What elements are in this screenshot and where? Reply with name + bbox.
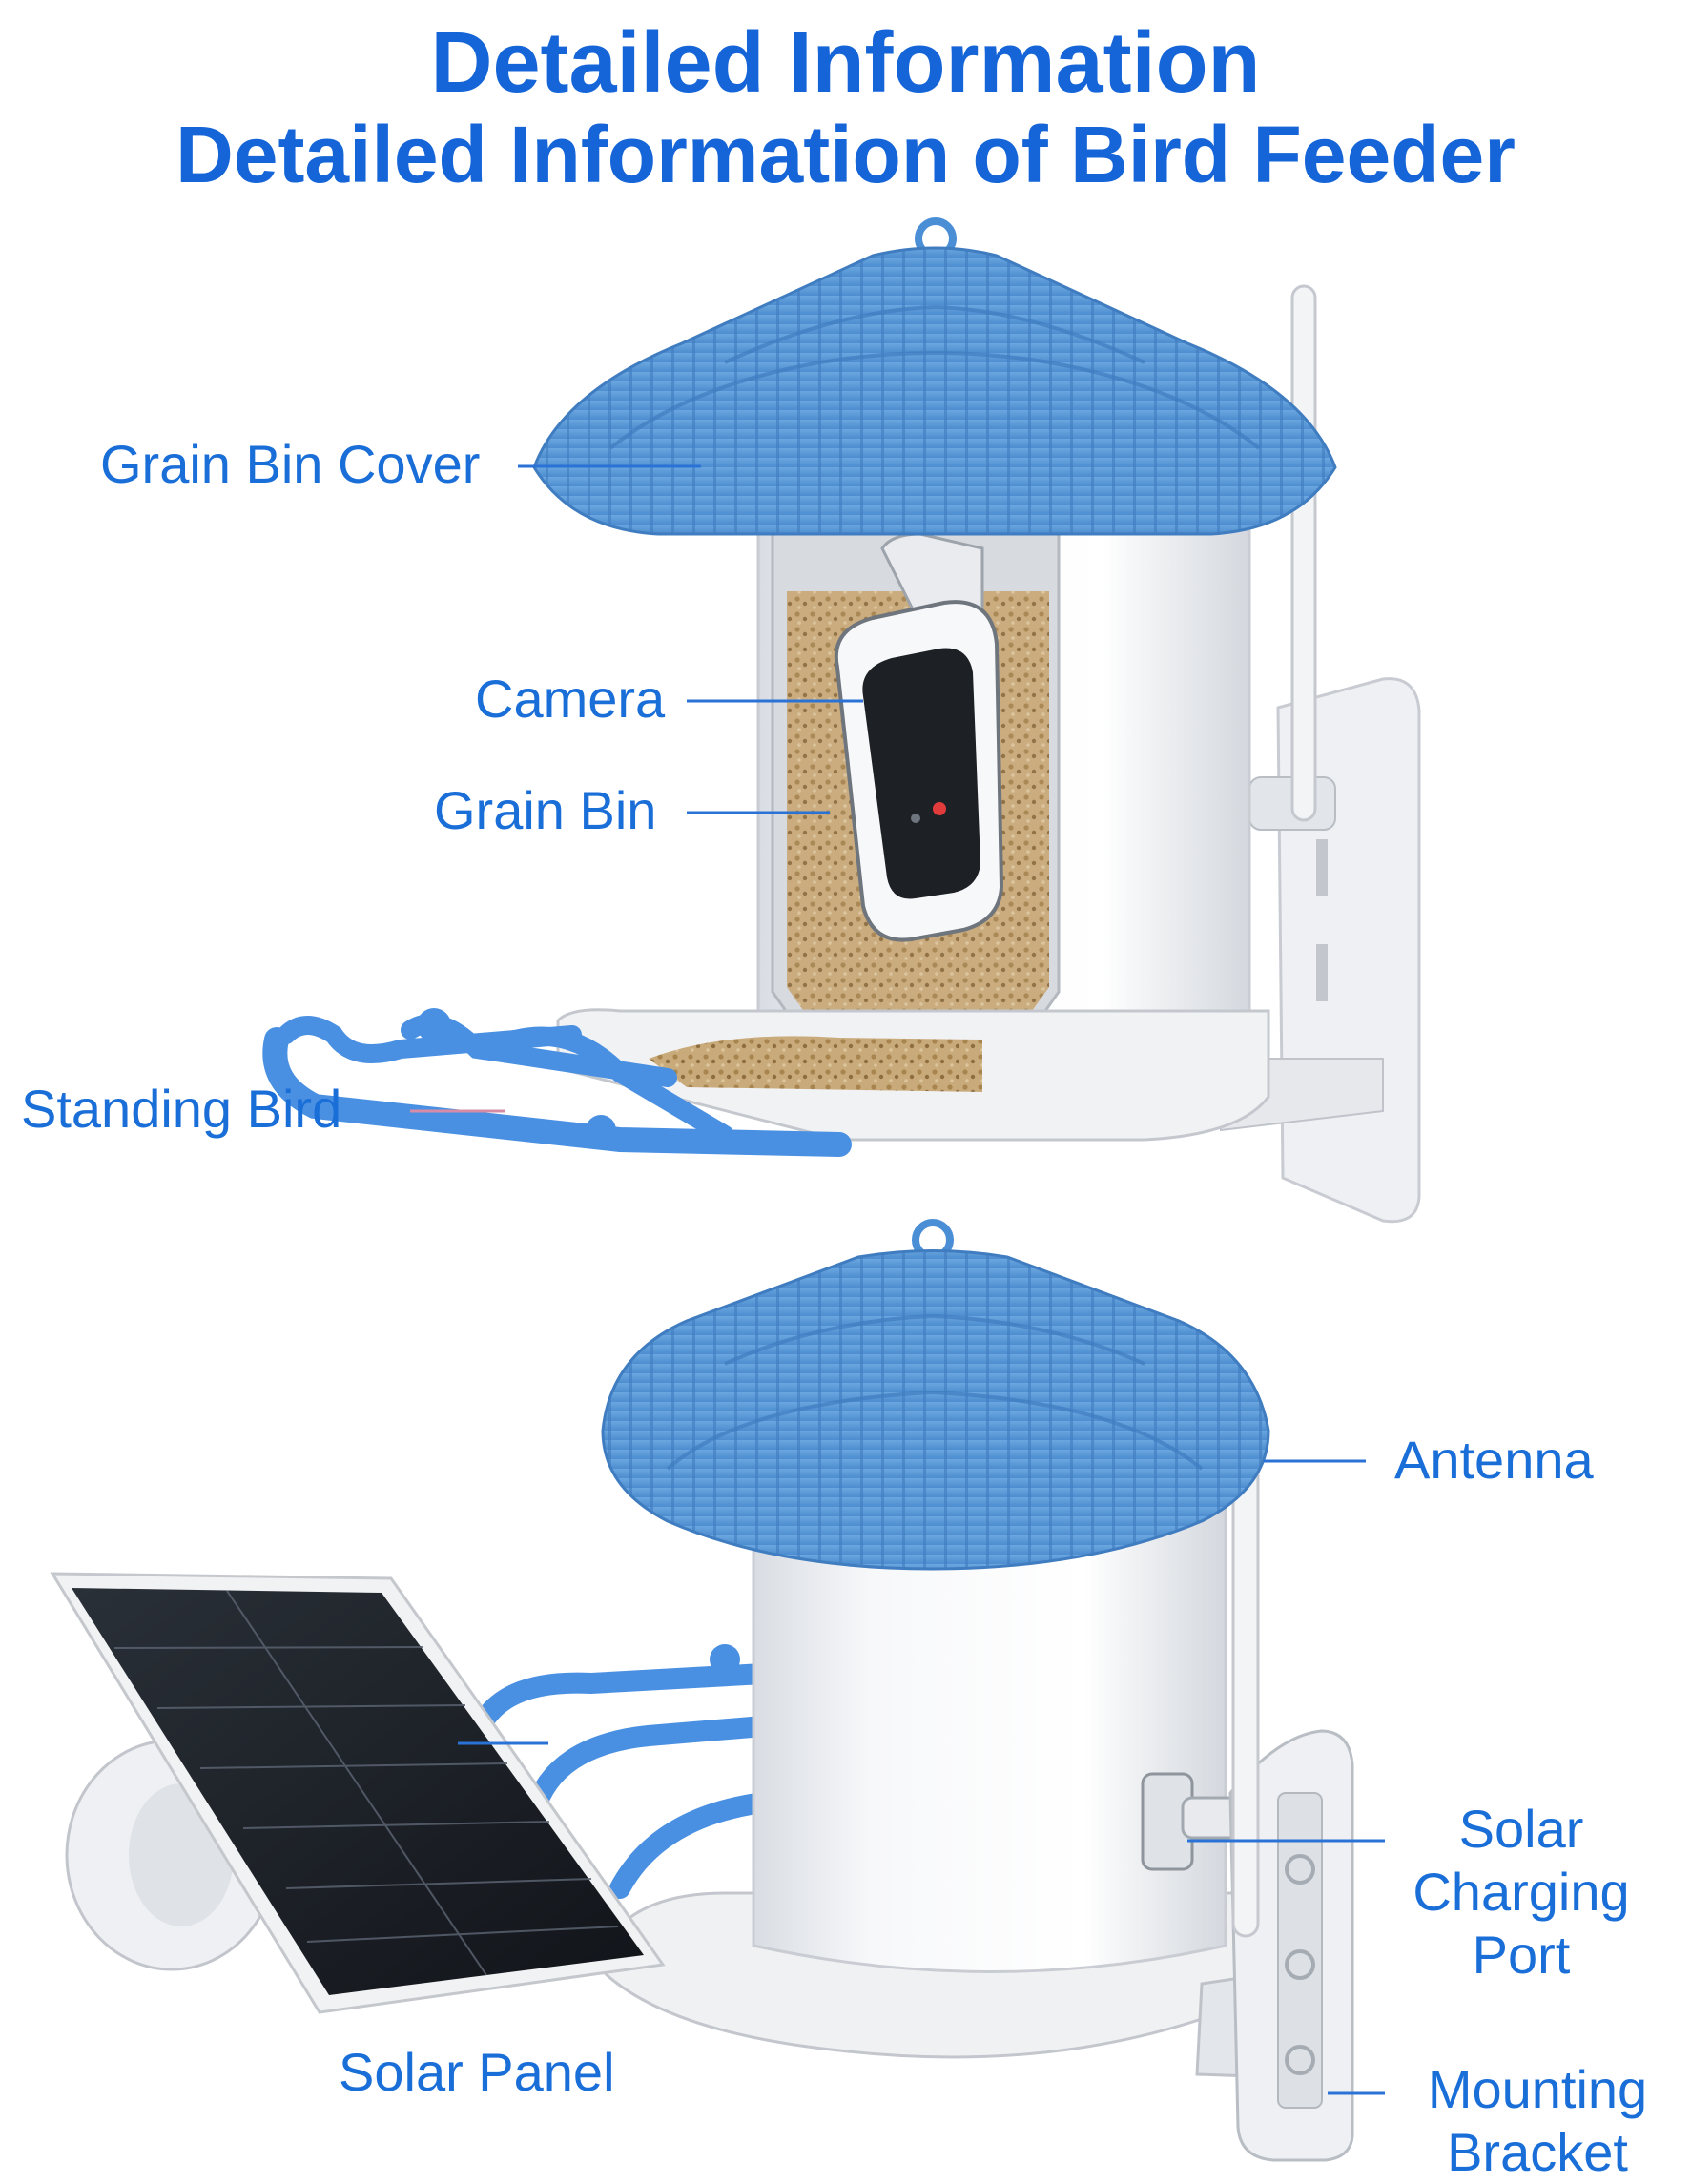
top-roof — [532, 217, 1337, 536]
page-title: Detailed Information — [430, 15, 1261, 111]
top-feeder — [262, 217, 1421, 1224]
label-mounting-bracket-line-1: Mounting — [1427, 2059, 1648, 2119]
label-mounting-bracket-line-2: Bracket — [1447, 2122, 1628, 2182]
label-antenna: Antenna — [1394, 1430, 1594, 1490]
page-subtitle: Detailed Information of Bird Feeder — [175, 110, 1516, 199]
label-solar-charging-port-line-3: Port — [1472, 1925, 1571, 1985]
top-perch — [262, 1008, 852, 1157]
bottom-roof — [601, 1219, 1270, 1571]
label-solar-charging-port: Solar Charging Port — [1388, 1798, 1655, 1987]
label-grain-bin-cover: Grain Bin Cover — [100, 434, 481, 494]
leader-lines — [410, 464, 1385, 2095]
mounting-bracket — [1195, 1729, 1354, 2162]
top-camera — [834, 532, 1004, 942]
label-mounting-bracket: Mounting Bracket — [1394, 2058, 1681, 2184]
label-solar-panel: Solar Panel — [339, 2042, 615, 2102]
label-solar-charging-port-line-2: Charging — [1413, 1862, 1630, 1922]
top-antenna — [1290, 284, 1317, 822]
label-solar-charging-port-line-1: Solar — [1458, 1799, 1584, 1859]
solar-panel — [50, 1572, 666, 2014]
label-standing-bird: Standing Bird — [21, 1079, 342, 1139]
bottom-body — [752, 1505, 1227, 1973]
bottom-feeder — [50, 1219, 1354, 2162]
label-camera: Camera — [475, 669, 666, 729]
label-grain-bin: Grain Bin — [434, 780, 657, 840]
